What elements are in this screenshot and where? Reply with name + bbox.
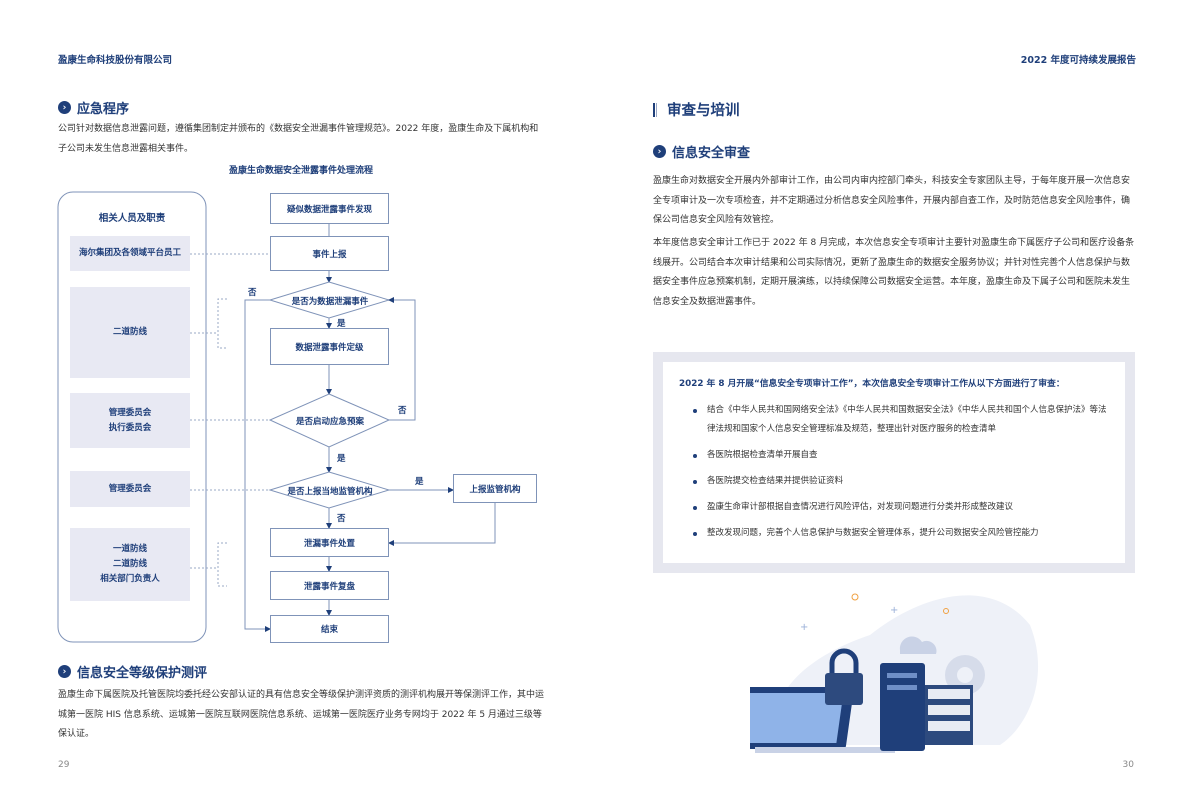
role-group-lines: 一道防线二道防线相关部门负责人 xyxy=(70,528,190,601)
step-grade: 数据泄露事件定级 xyxy=(270,328,389,365)
step-handle: 泄漏事件处置 xyxy=(270,528,389,557)
chapter-title: 审查与培训 xyxy=(667,103,740,119)
bullet-icon xyxy=(693,454,697,458)
decor-plus: + xyxy=(800,622,808,633)
step-report-regulator: 上报监管机构 xyxy=(453,474,537,503)
list-item-text: 结合《中华人民共和国网络安全法》《中华人民共和国数据安全法》《中华人民共和国个人… xyxy=(707,405,1107,434)
role-group-second-line: 二道防线 xyxy=(70,287,190,378)
label-no: 否 xyxy=(337,514,346,524)
label-no: 否 xyxy=(398,406,407,416)
section-title: 应急程序 xyxy=(77,102,130,117)
page-number-right: 30 xyxy=(1122,760,1134,770)
lock-icon xyxy=(825,648,863,705)
role-label: 执行委员会 xyxy=(108,422,152,433)
emergency-body: 公司针对数据信息泄露问题，遵循集团制定并颁布的《数据安全泄漏事件管理规范》。20… xyxy=(58,124,539,154)
role-group-management: 管理委员会 xyxy=(70,471,190,507)
step-review: 泄露事件复盘 xyxy=(270,571,389,600)
audit-scope-box: 2022 年 8 月开展“信息安全专项审计工作”，本次信息安全专项审计工作从以下… xyxy=(653,352,1135,573)
audit-paragraph-2: 本年度信息安全审计工作已于 2022 年 8 月完成，本次信息安全专项审计主要针… xyxy=(653,238,1135,307)
list-item: 各医院根据检查清单开展自查 xyxy=(693,446,1109,465)
list-item-text: 整改发现问题，完善个人信息保护与数据安全管理体系，提升公司数据安全风险管控能力 xyxy=(707,528,1039,538)
bullet-icon xyxy=(693,480,697,484)
audit-paragraph-1: 盈康生命对数据安全开展内外部审计工作，由公司内审内控部门牵头，科技安全专家团队主… xyxy=(653,176,1131,225)
decision-is-leak: 是否为数据泄漏事件 xyxy=(291,297,369,307)
role-label: 管理委员会 xyxy=(108,483,152,494)
roles-title: 相关人员及职责 xyxy=(98,213,166,224)
section-heading-protection: › 信息安全等级保护测评 xyxy=(58,662,207,681)
chevron-right-icon: › xyxy=(58,101,71,114)
list-item-text: 各医院根据检查清单开展自查 xyxy=(707,450,818,460)
cloud-icon xyxy=(899,636,937,654)
role-label: 管理委员会 xyxy=(108,407,152,418)
role-label: 二道防线 xyxy=(112,327,147,337)
protection-body: 盈康生命下属医院及托管医院均委托经公安部认证的具有信息安全等级保护测评资质的测评… xyxy=(58,690,545,739)
bullet-icon xyxy=(693,532,697,536)
server-icon xyxy=(880,663,973,751)
audit-scope-intro: 2022 年 8 月开展“信息安全专项审计工作”，本次信息安全专项审计工作从以下… xyxy=(679,379,1065,389)
section-title: 信息安全等级保护测评 xyxy=(77,666,208,681)
decor-dot xyxy=(943,608,949,614)
label-no: 否 xyxy=(248,288,257,298)
decor-dot xyxy=(851,593,859,601)
decision-emergency: 是否启动应急预案 xyxy=(295,417,364,427)
decor-plus: + xyxy=(890,605,898,616)
roles-panel xyxy=(57,191,207,643)
label-yes: 是 xyxy=(337,454,346,464)
report-title: 2022 年度可持续发展报告 xyxy=(1020,55,1136,66)
list-item: 各医院提交检查结果并提供验证资料 xyxy=(693,472,1109,491)
bullet-icon xyxy=(693,409,697,413)
step-report: 事件上报 xyxy=(270,236,389,271)
list-item: 结合《中华人民共和国网络安全法》《中华人民共和国数据安全法》《中华人民共和国个人… xyxy=(693,401,1109,439)
bullet-icon xyxy=(693,506,697,510)
bar-icon xyxy=(653,102,657,117)
data-security-illustration: + + xyxy=(750,593,1039,753)
list-item-text: 盈康生命审计部根据自查情况进行风险评估，对发现问题进行分类并形成整改建议 xyxy=(707,502,1014,512)
flowchart-lines xyxy=(57,191,496,643)
role-label: 一道防线 xyxy=(112,544,147,554)
chapter-heading: 审查与培训 xyxy=(653,99,740,120)
section-heading-audit: › 信息安全审查 xyxy=(653,142,750,161)
chevron-right-icon: › xyxy=(653,145,666,158)
role-group-staff: 海尔集团及各领域平台员工 xyxy=(70,236,190,271)
chevron-right-icon: › xyxy=(58,665,71,678)
section-heading-emergency: › 应急程序 xyxy=(58,98,129,117)
section-title: 信息安全审查 xyxy=(672,146,751,161)
list-item: 整改发现问题，完善个人信息保护与数据安全管理体系，提升公司数据安全风险管控能力 xyxy=(693,524,1109,543)
laptop-icon xyxy=(750,687,895,753)
decision-report-local: 是否上报当地监管机构 xyxy=(287,487,373,497)
list-item: 盈康生命审计部根据自查情况进行风险评估，对发现问题进行分类并形成整改建议 xyxy=(693,498,1109,517)
label-yes: 是 xyxy=(415,477,424,487)
role-label: 海尔集团及各领域平台员工 xyxy=(78,248,181,258)
step-discover: 疑似数据泄露事件发现 xyxy=(270,193,389,224)
audit-scope-list: 结合《中华人民共和国网络安全法》《中华人民共和国数据安全法》《中华人民共和国个人… xyxy=(679,401,1109,543)
flow-title: 盈康生命数据安全泄露事件处理流程 xyxy=(228,166,373,176)
label-yes: 是 xyxy=(337,319,346,329)
role-label: 二道防线 xyxy=(112,559,147,569)
role-group-committees: 管理委员会执行委员会 xyxy=(70,393,190,448)
step-end: 结束 xyxy=(270,615,389,643)
page-number-left: 29 xyxy=(58,760,70,770)
role-label: 相关部门负责人 xyxy=(100,574,160,584)
company-name: 盈康生命科技股份有限公司 xyxy=(58,55,173,66)
list-item-text: 各医院提交检查结果并提供验证资料 xyxy=(707,476,844,486)
